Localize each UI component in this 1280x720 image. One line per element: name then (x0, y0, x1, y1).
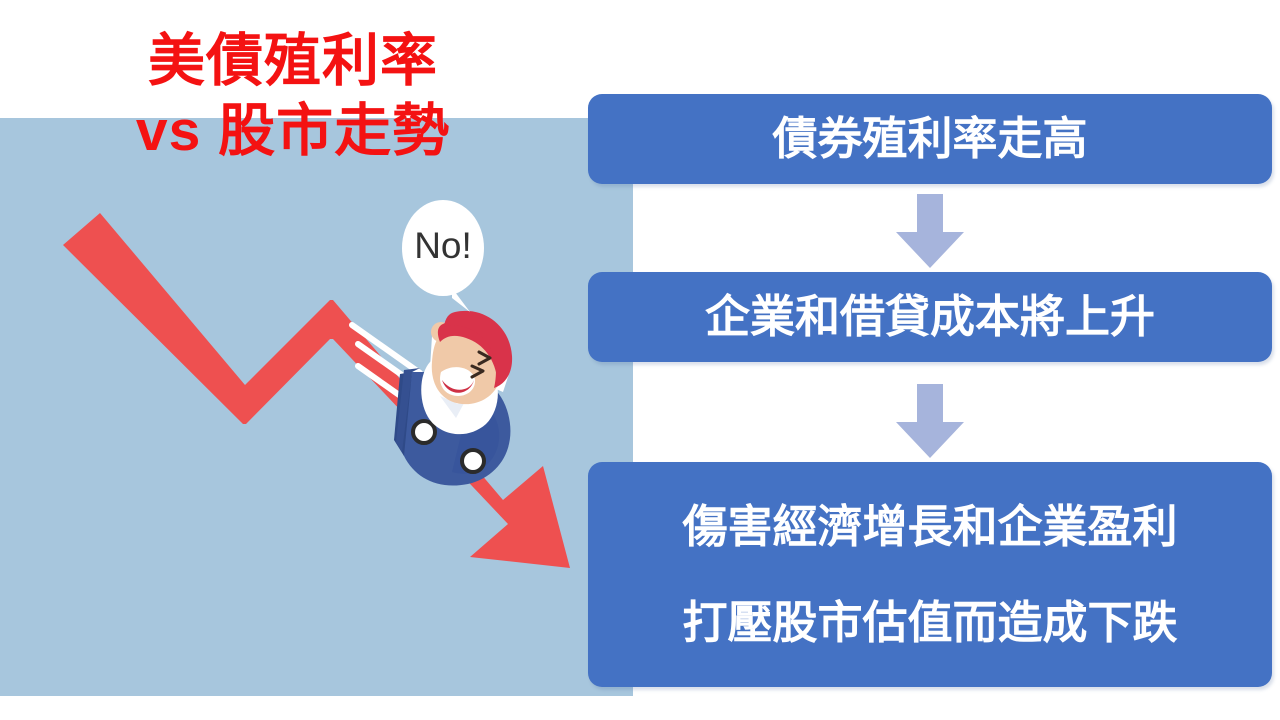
flow-box-1-line-1: 債券殖利率走高 (772, 113, 1088, 165)
flow-box-hurts-growth-and-stocks[interactable]: 傷害經濟增長和企業盈利 打壓股市估值而造成下跌 (588, 462, 1272, 687)
flow-box-borrowing-costs-rise[interactable]: 企業和借貸成本將上升 (588, 272, 1272, 362)
speech-bubble-text: No! (414, 225, 472, 266)
page-title: 美債殖利率 vs 股市走勢 (58, 26, 528, 166)
arrow-down-icon-1 (896, 194, 964, 268)
flow-box-3-line-1: 傷害經濟增長和企業盈利 (682, 500, 1178, 552)
flow-box-bond-yields-rise[interactable]: 債券殖利率走高 (588, 94, 1272, 184)
illustration-panel (0, 118, 633, 696)
title-line-2: vs 股市走勢 (135, 99, 451, 163)
arrow-down-icon-2 (896, 384, 964, 458)
flow-box-3-line-2: 打壓股市估值而造成下跌 (682, 596, 1178, 648)
flow-box-2-line-1: 企業和借貸成本將上升 (704, 291, 1155, 343)
title-line-1: 美債殖利率 (148, 29, 438, 93)
